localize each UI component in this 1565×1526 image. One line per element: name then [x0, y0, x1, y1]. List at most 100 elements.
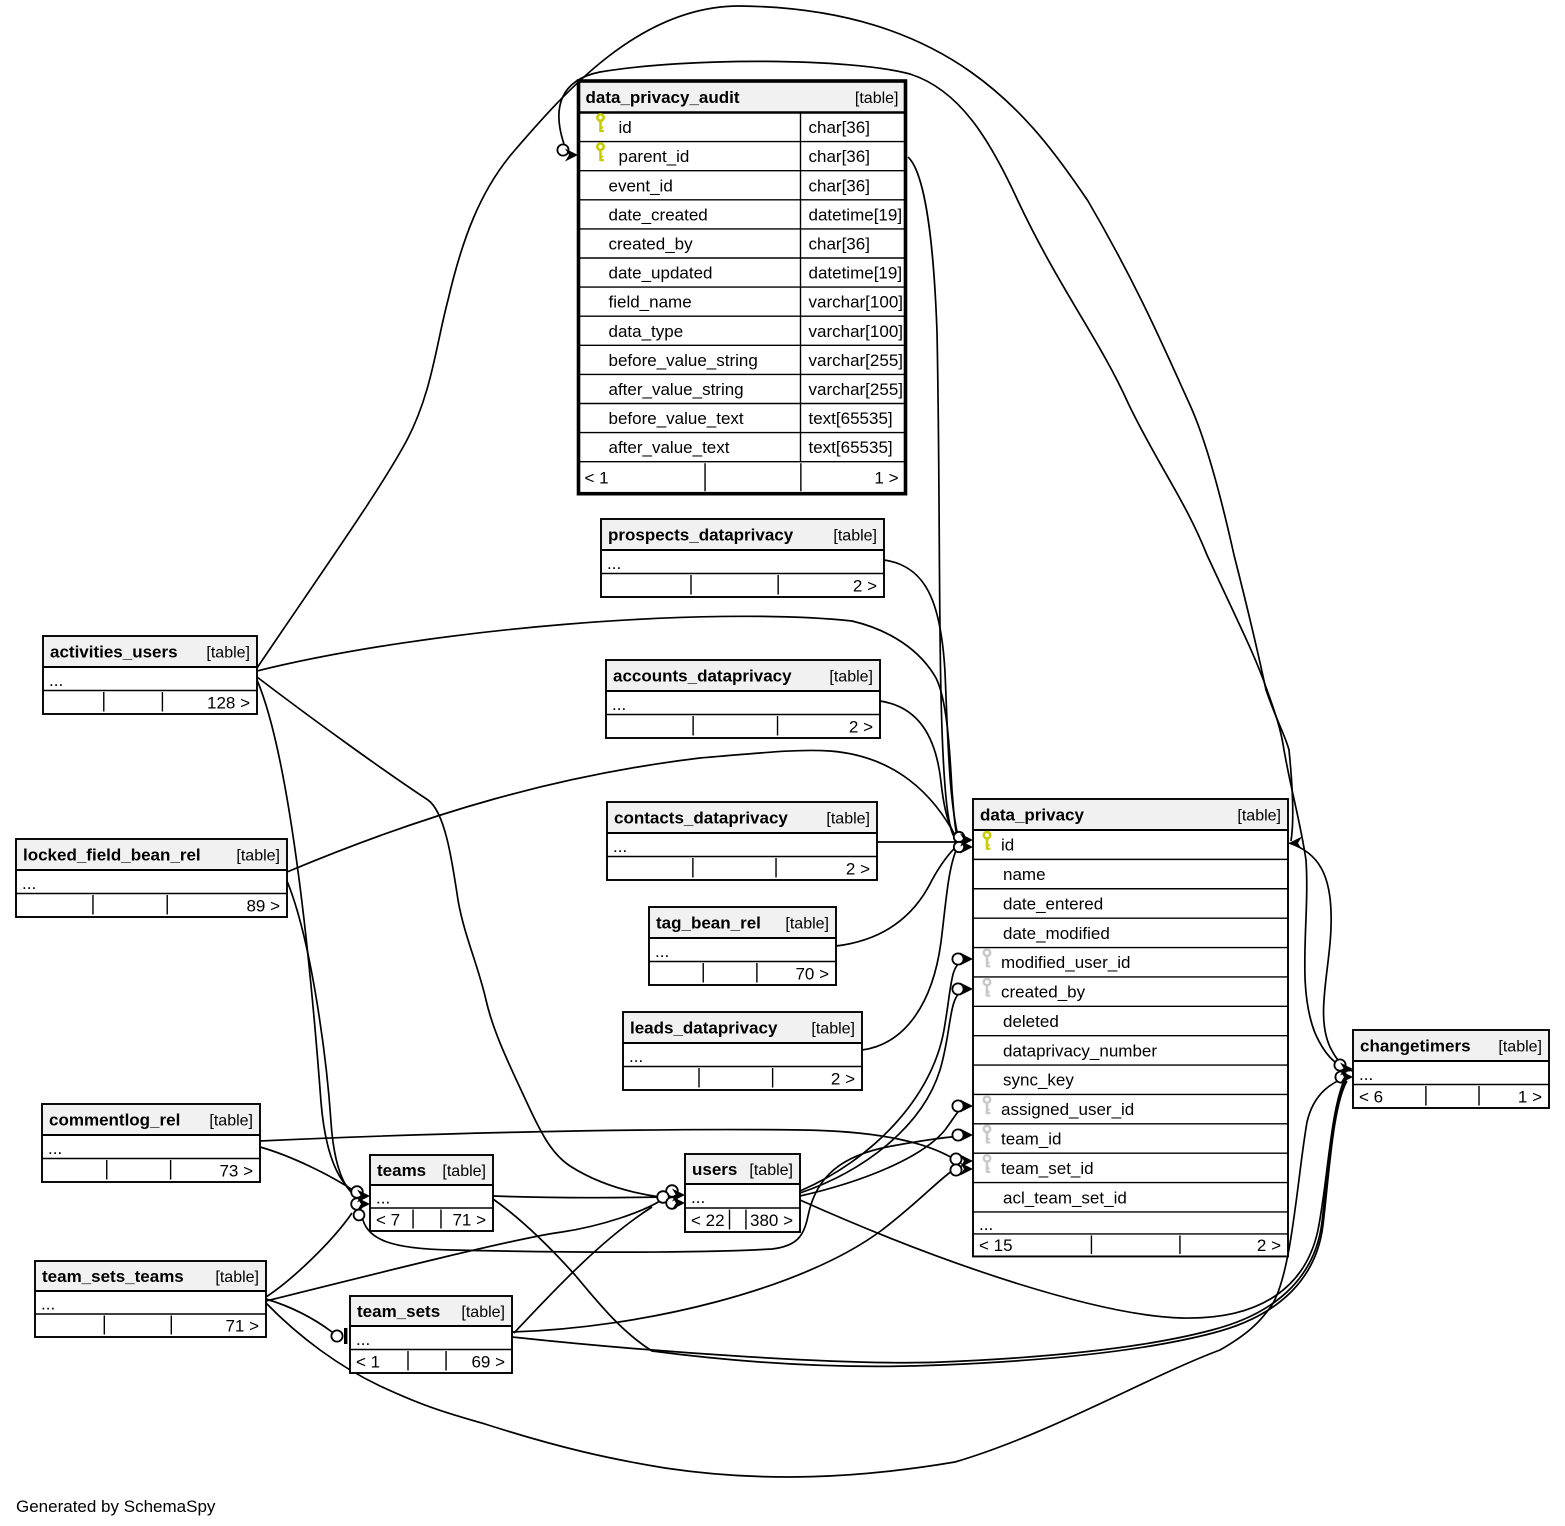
svg-text:< 1: < 1	[585, 469, 609, 488]
svg-text:team_sets_teams: team_sets_teams	[42, 1267, 184, 1286]
svg-text:acl_team_set_id: acl_team_set_id	[1003, 1188, 1127, 1207]
svg-text:...: ...	[22, 874, 36, 893]
svg-text:...: ...	[607, 554, 621, 573]
svg-text:[table]: [table]	[442, 1163, 486, 1180]
svg-text:[table]: [table]	[236, 848, 280, 865]
svg-text:< 7: < 7	[376, 1211, 400, 1230]
svg-text:[table]: [table]	[215, 1269, 259, 1286]
svg-text:char[36]: char[36]	[809, 147, 870, 166]
svg-text:69 >: 69 >	[471, 1352, 505, 1371]
svg-text:varchar[100]: varchar[100]	[809, 293, 904, 312]
svg-text:2 >: 2 >	[1257, 1236, 1281, 1255]
svg-text:data_privacy: data_privacy	[980, 806, 1084, 825]
svg-text:accounts_dataprivacy: accounts_dataprivacy	[613, 667, 792, 686]
svg-text:1 >: 1 >	[874, 469, 898, 488]
svg-text:< 15: < 15	[979, 1236, 1013, 1255]
svg-text:team_id: team_id	[1001, 1129, 1061, 1148]
svg-text:[table]: [table]	[209, 1113, 253, 1130]
svg-text:field_name: field_name	[609, 293, 692, 312]
svg-text:1 >: 1 >	[1518, 1087, 1542, 1106]
svg-text:[table]: [table]	[749, 1162, 793, 1179]
svg-text:[table]: [table]	[461, 1304, 505, 1321]
svg-text:128 >: 128 >	[207, 693, 250, 712]
svg-text:...: ...	[655, 942, 669, 961]
svg-text:< 6: < 6	[1359, 1087, 1383, 1106]
svg-text:< 1: < 1	[356, 1352, 380, 1371]
svg-text:...: ...	[376, 1189, 390, 1208]
svg-text:before_value_string: before_value_string	[609, 351, 758, 370]
svg-text:[table]: [table]	[1498, 1039, 1542, 1056]
svg-text:contacts_dataprivacy: contacts_dataprivacy	[614, 809, 788, 828]
svg-text:70 >: 70 >	[795, 964, 829, 983]
svg-text:[table]: [table]	[206, 645, 250, 662]
svg-text:< 22: < 22	[691, 1211, 725, 1230]
svg-text:id: id	[619, 118, 632, 137]
svg-text:team_set_id: team_set_id	[1001, 1159, 1094, 1178]
svg-text:created_by: created_by	[1001, 983, 1086, 1002]
svg-text:[table]: [table]	[1237, 808, 1281, 825]
svg-text:...: ...	[356, 1330, 370, 1349]
svg-text:name: name	[1003, 865, 1046, 884]
svg-text:89 >: 89 >	[246, 896, 280, 915]
svg-text:...: ...	[1359, 1065, 1373, 1084]
svg-text:before_value_text: before_value_text	[609, 409, 744, 428]
svg-text:2 >: 2 >	[846, 859, 870, 878]
svg-text:after_value_text: after_value_text	[609, 438, 730, 457]
svg-text:date_created: date_created	[609, 205, 708, 224]
svg-text:[table]: [table]	[829, 669, 873, 686]
svg-text:date_entered: date_entered	[1003, 894, 1103, 913]
svg-text:datetime[19]: datetime[19]	[809, 205, 903, 224]
svg-text:parent_id: parent_id	[619, 147, 690, 166]
svg-text:team_sets: team_sets	[357, 1302, 440, 1321]
svg-text:[table]: [table]	[826, 811, 870, 828]
svg-text:activities_users: activities_users	[50, 643, 178, 662]
svg-text:2 >: 2 >	[853, 576, 877, 595]
svg-text:id: id	[1001, 836, 1014, 855]
svg-text:leads_dataprivacy: leads_dataprivacy	[630, 1019, 778, 1038]
svg-text:datetime[19]: datetime[19]	[809, 264, 903, 283]
svg-text:...: ...	[612, 695, 626, 714]
svg-text:...: ...	[629, 1047, 643, 1066]
svg-text:...: ...	[41, 1295, 55, 1314]
svg-text:users: users	[692, 1160, 737, 1179]
svg-text:[table]: [table]	[811, 1021, 855, 1038]
svg-text:tag_bean_rel: tag_bean_rel	[656, 914, 761, 933]
svg-text:data_type: data_type	[609, 322, 684, 341]
svg-text:char[36]: char[36]	[809, 118, 870, 137]
svg-text:...: ...	[691, 1188, 705, 1207]
svg-text:modified_user_id: modified_user_id	[1001, 953, 1130, 972]
svg-text:dataprivacy_number: dataprivacy_number	[1003, 1041, 1157, 1060]
svg-text:assigned_user_id: assigned_user_id	[1001, 1100, 1134, 1119]
svg-text:...: ...	[49, 671, 63, 690]
svg-text:[table]: [table]	[833, 528, 877, 545]
svg-text:71 >: 71 >	[225, 1317, 259, 1336]
svg-text:deleted: deleted	[1003, 1012, 1059, 1031]
svg-text:char[36]: char[36]	[809, 234, 870, 253]
svg-text:...: ...	[979, 1215, 993, 1234]
svg-text:380 >: 380 >	[750, 1211, 793, 1230]
svg-text:teams: teams	[377, 1161, 426, 1180]
svg-text:date_modified: date_modified	[1003, 924, 1110, 943]
svg-text:after_value_string: after_value_string	[609, 380, 744, 399]
svg-text:char[36]: char[36]	[809, 176, 870, 195]
svg-text:2 >: 2 >	[831, 1069, 855, 1088]
svg-text:2 >: 2 >	[849, 717, 873, 736]
svg-text:[table]: [table]	[855, 90, 899, 107]
svg-text:Generated by SchemaSpy: Generated by SchemaSpy	[16, 1497, 216, 1516]
svg-text:prospects_dataprivacy: prospects_dataprivacy	[608, 526, 794, 545]
svg-text:locked_field_bean_rel: locked_field_bean_rel	[23, 846, 201, 865]
svg-text:[table]: [table]	[785, 916, 829, 933]
svg-text:varchar[255]: varchar[255]	[809, 380, 904, 399]
svg-text:changetimers: changetimers	[1360, 1037, 1471, 1056]
svg-text:varchar[100]: varchar[100]	[809, 322, 904, 341]
svg-text:varchar[255]: varchar[255]	[809, 351, 904, 370]
svg-text:text[65535]: text[65535]	[809, 409, 893, 428]
svg-text:71 >: 71 >	[452, 1211, 486, 1230]
svg-text:created_by: created_by	[609, 234, 694, 253]
svg-text:...: ...	[48, 1139, 62, 1158]
svg-text:...: ...	[613, 837, 627, 856]
svg-text:sync_key: sync_key	[1003, 1071, 1074, 1090]
svg-text:date_updated: date_updated	[609, 264, 713, 283]
svg-text:data_privacy_audit: data_privacy_audit	[586, 88, 740, 107]
svg-text:73 >: 73 >	[219, 1161, 253, 1180]
